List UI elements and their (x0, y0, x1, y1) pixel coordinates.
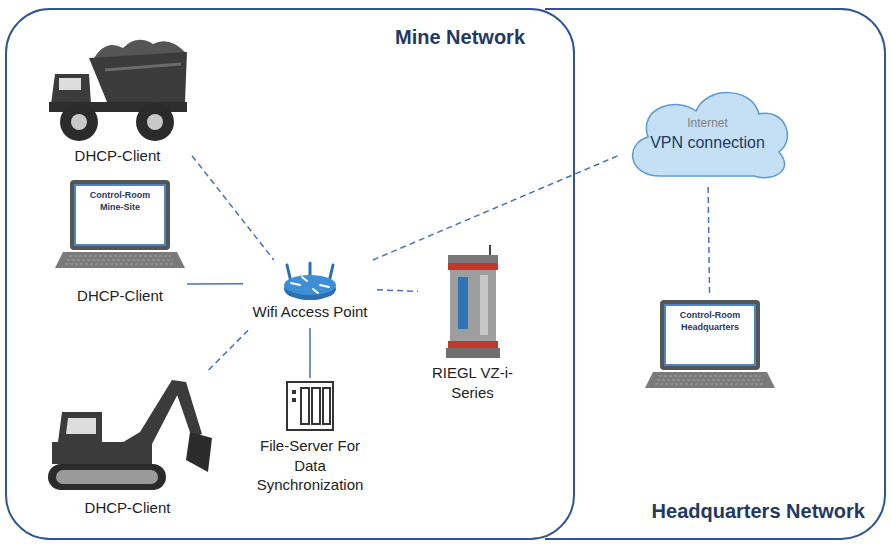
wireless-link (209, 328, 251, 370)
network-region: Mine Network DHCP-Client Control-Room Mi… (5, 8, 575, 540)
screen-text: Control-Room Headquarters (667, 310, 753, 333)
wireless-link (377, 290, 418, 292)
laptop: Control-Room Mine-SiteDHCP-Client (55, 178, 185, 313)
file-server-icon (285, 380, 335, 432)
cloud-shape (620, 80, 795, 185)
device-label: DHCP-Client (55, 286, 185, 306)
device-label: DHCP-Client (40, 498, 215, 518)
laser-scanner-icon (420, 245, 525, 361)
excavator: DHCP-Client (40, 372, 215, 520)
wireless-link (192, 156, 274, 260)
device-label: DHCP-Client (45, 146, 190, 166)
device-label: RIEGL VZ-i-Series (420, 363, 525, 402)
screen-text: Control-Room Mine-Site (77, 190, 163, 213)
laptop: Control-Room Headquarters (645, 298, 775, 393)
wired-link (187, 283, 243, 284)
wireless-link (708, 187, 709, 296)
region-title: Headquarters Network (605, 498, 865, 524)
laser-scanner: RIEGL VZ-i-Series (420, 245, 525, 407)
wifi-access-point: Wifi Access Point (245, 262, 375, 326)
dump-truck: DHCP-Client (45, 30, 190, 170)
internet-cloud: InternetVPN connection (620, 80, 795, 185)
wired-link (310, 328, 311, 378)
excavator-icon (40, 372, 215, 496)
dump-truck-icon (45, 30, 190, 142)
device-label: Internet (620, 116, 795, 132)
wireless-link (373, 156, 618, 260)
device-label: Wifi Access Point (245, 302, 375, 322)
device-label: File-Server For Data Synchronization (245, 436, 375, 495)
wifi-access-point-icon (245, 262, 375, 302)
network-region: Headquarters Network InternetVPN connect… (545, 8, 886, 540)
device-label: VPN connection (620, 133, 795, 154)
file-server: File-Server For Data Synchronization (245, 380, 375, 500)
region-title: Mine Network (395, 24, 565, 50)
